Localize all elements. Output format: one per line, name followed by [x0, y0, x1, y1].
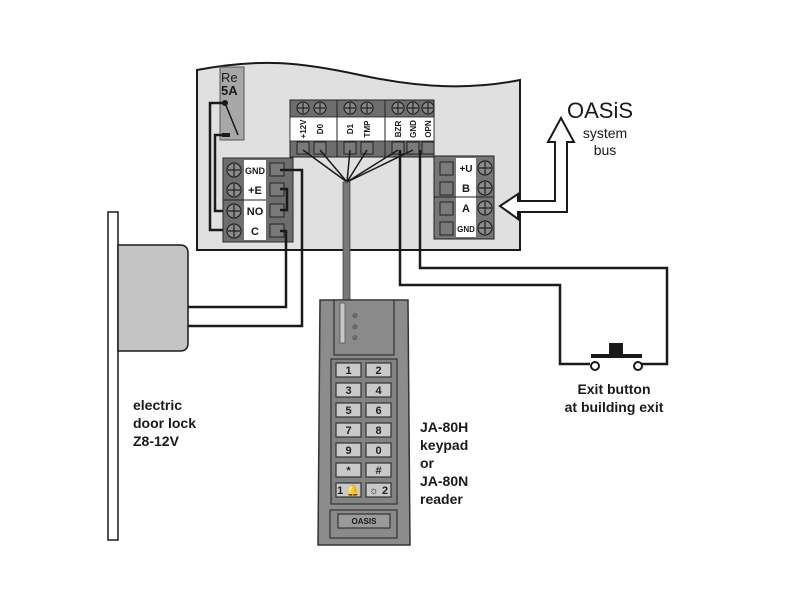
- terminal-bzr-label: BZR: [394, 121, 403, 138]
- key-4[interactable]: 4: [365, 382, 392, 398]
- terminal-bus-gnd-label: GND: [457, 225, 475, 234]
- svg-text:6: 6: [375, 405, 381, 417]
- keypad-label-5: reader: [420, 491, 463, 507]
- door-lock-label-1: electric: [133, 397, 182, 413]
- terminal-gnd-label: GND: [245, 166, 266, 176]
- svg-text:3: 3: [345, 385, 351, 397]
- terminal-opn-label: OPN: [424, 120, 433, 138]
- keypad-label-1: JA-80H: [420, 419, 468, 435]
- reader-wire: [346, 149, 368, 183]
- bus-arrow-icon: [498, 115, 576, 221]
- door-lock: [107, 211, 189, 541]
- svg-text:8: 8: [375, 425, 381, 437]
- oasis-subtitle-2: bus: [594, 142, 617, 158]
- terminal-no-label: NO: [247, 206, 264, 218]
- key-3[interactable]: 3: [335, 382, 362, 398]
- terminal-a-label: A: [462, 203, 470, 215]
- terminal-gnd-label: GND: [409, 120, 418, 138]
- svg-text:5: 5: [345, 405, 351, 417]
- relay-label-1: Re: [221, 70, 238, 85]
- svg-text:*: *: [346, 465, 351, 477]
- led-power-icon: ⊘: [352, 313, 358, 320]
- key-6[interactable]: 6: [365, 402, 392, 418]
- svg-text:1: 1: [345, 365, 351, 377]
- terminal-12v-label: +12V: [299, 119, 308, 139]
- svg-text:7: 7: [345, 425, 351, 437]
- key-7[interactable]: 7: [335, 422, 362, 438]
- keypad-device: ⊘ ⊘ ⊘ 1 2 3 4 5 6 7 8 9 0 * #1 🔔 ☼ 2 OASIS: [317, 299, 411, 546]
- oasis-subtitle-1: system: [583, 125, 627, 141]
- key-1[interactable]: 1: [335, 362, 362, 378]
- keypad-brand: OASIS: [352, 517, 378, 526]
- led-status-icon: ⊘: [352, 324, 358, 331]
- svg-text:4: 4: [375, 385, 382, 397]
- keypad-label-4: JA-80N: [420, 473, 468, 489]
- svg-text:#: #: [375, 465, 381, 477]
- reader-wire: [302, 149, 348, 183]
- terminal-d1-label: D1: [346, 123, 355, 134]
- svg-text:9: 9: [345, 445, 351, 457]
- keypad-label-3: or: [420, 455, 435, 471]
- key-star[interactable]: *: [335, 462, 362, 478]
- terminal-tmp-label: TMP: [363, 120, 372, 138]
- key-5[interactable]: 5: [335, 402, 362, 418]
- reader-terminal-block: +12V D0 D1 TMP BZR GND OPN: [289, 99, 435, 158]
- terminal-u-label: +U: [459, 164, 472, 175]
- svg-text:1 🔔: 1 🔔: [337, 484, 360, 497]
- reader-wire: [319, 149, 348, 183]
- door-lock-label-3: Z8-12V: [133, 433, 180, 449]
- exit-button[interactable]: [590, 343, 643, 371]
- svg-text:2: 2: [375, 365, 381, 377]
- key-8[interactable]: 8: [365, 422, 392, 438]
- oasis-title: OASiS: [567, 98, 633, 123]
- screw-icon: [477, 160, 493, 236]
- key-light-icon[interactable]: ☼ 2: [365, 482, 392, 498]
- exit-button-label-2: at building exit: [565, 399, 664, 415]
- lock-terminal-block: GND +E NO C: [222, 157, 294, 243]
- terminal-c-label: C: [251, 226, 259, 238]
- screw-icon: [226, 162, 242, 239]
- key-0[interactable]: 0: [365, 442, 392, 458]
- reader-wire: [346, 149, 414, 183]
- bus-terminal-block: +U B A GND: [433, 155, 495, 240]
- screw-icon: [296, 101, 435, 115]
- svg-text:☼ 2: ☼ 2: [369, 485, 388, 497]
- key-2[interactable]: 2: [365, 362, 392, 378]
- terminal-d0-label: D0: [316, 123, 325, 134]
- door-lock-label-2: door lock: [133, 415, 196, 431]
- key-hash[interactable]: #: [365, 462, 392, 478]
- terminal-b-label: B: [462, 183, 470, 195]
- reader-cable: [342, 181, 351, 301]
- exit-button-label-1: Exit button: [577, 381, 650, 397]
- relay-label-2: 5A: [221, 83, 238, 98]
- keypad-label-2: keypad: [420, 437, 468, 453]
- key-9[interactable]: 9: [335, 442, 362, 458]
- key-bell-icon[interactable]: 1 🔔: [335, 482, 362, 498]
- terminal-e-label: +E: [248, 185, 262, 197]
- reader-wire: [346, 149, 351, 183]
- svg-text:0: 0: [375, 445, 381, 457]
- led-alarm-icon: ⊘: [352, 335, 358, 342]
- reader-wire: [346, 149, 399, 183]
